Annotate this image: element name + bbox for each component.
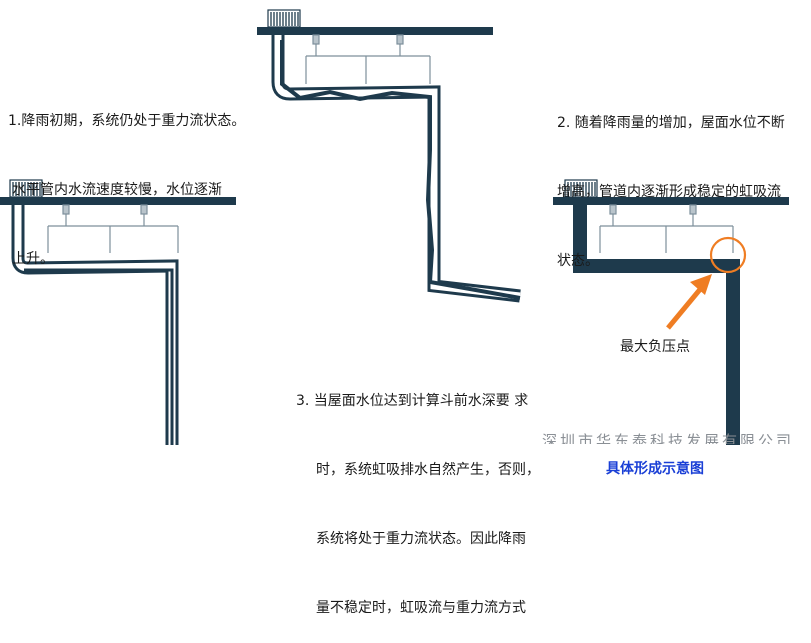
caption-strip — [0, 445, 811, 485]
stage1-system — [0, 179, 236, 445]
stage2-system — [553, 179, 789, 445]
stage2-note-line: 状态。 — [557, 253, 599, 269]
stage2-note-line: 2. 随着降雨量的增加，屋面水位不断 — [557, 115, 785, 131]
stage1-roof — [0, 197, 236, 205]
stage2-note-line: 增高，管道内逐渐形成稳定的虹吸流 — [557, 184, 781, 200]
callout-arrow — [666, 274, 712, 330]
stage3-note-line: 系统将处于重力流状态。因此降雨 — [316, 531, 526, 547]
max-negative-pressure-label: 最大负压点 — [620, 339, 690, 355]
stage3-note-line: 3. 当屋面水位达到计算斗前水深要 求 — [296, 393, 529, 409]
stage3-roof — [257, 27, 493, 35]
stage1-pipe-bore — [14, 205, 176, 445]
company-watermark: 深圳市华东泰科技发展有限公司 — [542, 432, 795, 444]
stage3-support-frame — [305, 34, 431, 84]
stage3-roof-drain — [267, 9, 301, 28]
stage2-pipe-full — [573, 205, 740, 445]
siphon-diagram — [0, 9, 811, 485]
stage3-note: 3. 当屋面水位达到计算斗前水深要 求 时，系统虹吸排水自然产生，否则， 系统将… — [296, 344, 540, 643]
figure-caption: 具体形成示意图 — [606, 461, 704, 477]
stage1-note-line: 水平管内水流速度较慢，水位逐渐 — [12, 182, 222, 198]
stage3-system — [257, 9, 521, 303]
stage3-note-line: 时，系统虹吸排水自然产生，否则， — [316, 462, 540, 478]
stage1-note-line: 1.降雨初期，系统仍处于重力流状态。 — [8, 113, 246, 129]
stage3-note-line: 量不稳定时，虹吸流与重力流方式 — [316, 600, 526, 616]
stage2-roof-drain — [564, 179, 598, 198]
stage2-note: 2. 随着降雨量的增加，屋面水位不断 增高，管道内逐渐形成稳定的虹吸流 状态。 — [557, 66, 785, 296]
max-negative-pressure-ring — [709, 236, 747, 274]
stage1-support-frame — [47, 204, 179, 253]
stage3-pipe — [271, 35, 521, 303]
stage1-note-line: 上升。 — [12, 251, 54, 267]
stage1-note: 1.降雨初期，系统仍处于重力流状态。 水平管内水流速度较慢，水位逐渐 上升。 — [8, 64, 245, 294]
stage1-water — [24, 268, 174, 445]
stage3-pipe-bore — [274, 35, 521, 300]
stage1-roof-drain — [9, 179, 43, 198]
stage3-water — [280, 40, 521, 300]
stage2-roof — [553, 197, 789, 205]
